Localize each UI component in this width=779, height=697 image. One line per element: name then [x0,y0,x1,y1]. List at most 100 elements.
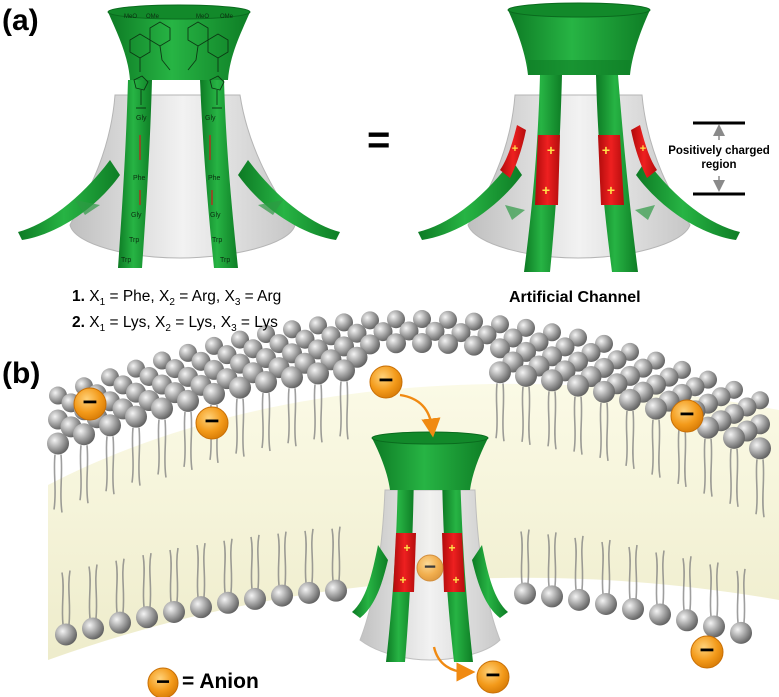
lipid-tail [703,438,713,497]
lipid-heads-lower [55,579,752,646]
strand-left-label-5: Trp [121,257,131,264]
lipid-tail [755,459,765,518]
lipid-head [386,333,406,354]
lipid-head [109,611,131,634]
lipid-tail [169,547,179,603]
ring-label-3: MeO [196,14,209,20]
membrane-plus-3: + [448,541,455,555]
anion: − [369,365,403,399]
lipid-tail [655,550,665,605]
lipid-tail [196,543,206,598]
lipid-head [723,426,745,449]
strand-right-label-2: Phe [208,175,221,182]
lipid-tail [547,391,557,450]
equals-sign: = [367,118,391,162]
lipid-head [595,592,617,615]
lipid-tail [574,535,584,590]
lipid-head [439,310,457,329]
lipid-tail [628,544,638,600]
lipid-head [373,322,393,342]
lipid-head [163,600,185,623]
lipid-head [335,313,353,332]
anion-minus-sign: − [424,555,436,578]
strand-left-label-2: Phe [133,175,146,182]
lipid-head [257,325,275,344]
lipid-head [309,316,327,335]
lipid-head [281,366,303,389]
entry-arrow [399,393,441,438]
lipid-head [136,606,158,629]
lipid-head [425,321,445,341]
anions: − − − − − − − − [73,365,724,697]
lipid-head [321,326,341,346]
membrane-plus-2: + [399,573,406,587]
lipid-tail [53,454,63,513]
artificial-channel-model: + + + + + + [418,2,740,272]
lipid-head [387,310,405,329]
lipid-head [619,388,641,411]
plus-sign-1: + [547,142,555,158]
lipid-head [477,325,497,345]
anion: − [73,387,107,421]
ring-label-2: OMe [146,14,160,20]
lipid-head [569,328,587,347]
strand-left-label-1: Gly [136,115,147,122]
lipid-tail [313,384,323,443]
charged-region-marker [693,121,745,196]
lipid-head [203,382,225,405]
lipid-tail [250,534,260,590]
lipid-head [676,609,698,632]
lipid-head [229,376,251,399]
anion-minus-sign: − [379,367,394,395]
lipid-head [361,311,379,330]
lipid-head [568,588,590,611]
anion: − [147,667,179,697]
lipid-head [543,323,561,342]
lipid-head [125,405,147,428]
membrane-plus-4: + [452,573,459,587]
anion-minus-sign: − [680,401,695,429]
lipid-tail [520,529,530,584]
anion-minus-sign: − [83,389,98,417]
strand-right-label-3: Gly [210,212,221,219]
lipid-tail [183,411,193,471]
lipid-head [645,397,667,420]
lipid-head [515,364,537,387]
lipid-tail [651,419,661,478]
lipid-tail [131,427,141,486]
lipid-tails [53,381,765,625]
lipid-head [593,380,615,403]
lipid-tail [677,428,687,488]
lipid-head [283,320,301,339]
lipid-tail [521,386,531,445]
lipid-head [622,598,644,621]
anion-minus-sign: − [700,637,715,665]
panel-a-tag: (a) [2,4,39,37]
lipid-head [217,591,239,614]
plus-sign-3: + [602,142,610,158]
anion: − [195,406,229,440]
lipid-tail [61,570,71,625]
lipid-head [465,312,483,331]
lipid-head [82,617,104,640]
lipid-tail [573,396,583,455]
anion-minus-sign: − [205,408,220,436]
compound-1-formula: 1. X1 = Phe, X2 = Arg, X3 = Arg [72,288,282,309]
lipid-tail [331,526,341,581]
lipid-head [205,336,223,355]
exit-arrow [432,646,476,682]
panel-b-tag: (b) [2,357,41,390]
plus-sign-2: + [542,182,550,198]
lipid-tail [709,562,719,617]
lipid-head [697,416,719,439]
lipid-head [99,414,121,437]
lipid-head [244,587,266,610]
ring-label-1: MeO [124,14,137,20]
lipid-head [514,582,536,605]
anion: − [670,399,704,433]
lipid-head [399,321,419,341]
plus-sign-4: + [607,182,615,198]
lipid-head [649,603,671,626]
anion-minus-sign: − [486,662,501,690]
